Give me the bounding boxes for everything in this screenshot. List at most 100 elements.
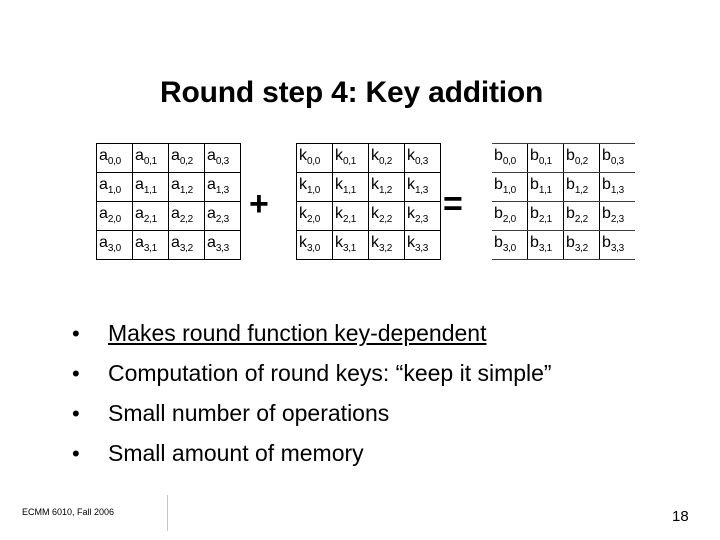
cell-base: a: [135, 176, 144, 194]
cell-subscript: 2,2: [179, 214, 193, 226]
matrix-cell: k2,3: [404, 201, 441, 231]
bullet-icon: •: [72, 441, 80, 466]
cell-base: k: [299, 234, 307, 252]
matrix-cell: b2,1: [527, 201, 564, 231]
matrix-cell: a2,2: [168, 201, 205, 231]
bullet-label: Makes round function key-dependent: [108, 320, 487, 346]
cell-subscript: 1,3: [215, 185, 229, 197]
cell-subscript: 0,1: [343, 156, 357, 168]
cell-base: a: [207, 234, 216, 252]
cell-subscript: 2,3: [415, 214, 429, 226]
matrix-cell: k1,0: [296, 172, 333, 202]
cell-subscript: 0,3: [610, 156, 624, 168]
cell-subscript: 0,2: [379, 156, 393, 168]
cell-base: b: [602, 234, 611, 252]
matrix-cell: b1,3: [599, 172, 635, 202]
cell-subscript: 3,0: [307, 243, 321, 255]
cell-base: b: [566, 205, 575, 223]
cell-base: k: [335, 234, 343, 252]
cell-base: a: [207, 205, 216, 223]
cell-subscript: 3,0: [502, 243, 516, 255]
matrix-cell: k1,1: [332, 172, 369, 202]
cell-subscript: 0,1: [538, 156, 552, 168]
cell-subscript: 3,1: [143, 243, 157, 255]
cell-subscript: 0,0: [107, 156, 121, 168]
cell-subscript: 2,3: [610, 214, 624, 226]
cell-base: b: [566, 234, 575, 252]
bullet-list: • Makes round function key-dependent • C…: [72, 320, 692, 480]
matrix-cell: a0,0: [96, 143, 133, 173]
matrix-cell: k2,2: [368, 201, 405, 231]
matrix-cell: k3,3: [404, 230, 441, 260]
matrix-cell: k2,1: [332, 201, 369, 231]
cell-subscript: 0,3: [215, 156, 229, 168]
table-row: b1,0 b1,1 b1,2 b1,3: [492, 172, 635, 202]
table-row: a3,0 a3,1 a3,2 a3,3: [96, 230, 241, 260]
table-row: a2,0 a2,1 a2,2 a2,3: [96, 201, 241, 231]
cell-subscript: 0,0: [307, 156, 321, 168]
list-item: • Small number of operations: [72, 400, 692, 440]
cell-subscript: 2,0: [502, 214, 516, 226]
cell-subscript: 0,2: [179, 156, 193, 168]
cell-base: k: [299, 176, 307, 194]
cell-base: a: [171, 147, 180, 165]
cell-base: b: [602, 205, 611, 223]
table-row: b3,0 b3,1 b3,2 b3,3: [492, 230, 635, 260]
cell-subscript: 1,2: [179, 185, 193, 197]
plus-operator: +: [249, 185, 269, 223]
cell-subscript: 2,1: [343, 214, 357, 226]
cell-subscript: 3,1: [538, 243, 552, 255]
matrix-cell: a0,1: [132, 143, 169, 173]
cell-subscript: 1,0: [502, 185, 516, 197]
cell-subscript: 1,3: [415, 185, 429, 197]
matrix-cell: k0,0: [296, 143, 333, 173]
matrix-cell: a0,3: [204, 143, 241, 173]
cell-subscript: 2,0: [107, 214, 121, 226]
cell-subscript: 1,1: [143, 185, 157, 197]
matrix-cell: a0,2: [168, 143, 205, 173]
matrix-cell: a1,0: [96, 172, 133, 202]
matrix-cell: a2,1: [132, 201, 169, 231]
cell-subscript: 0,2: [574, 156, 588, 168]
cell-base: k: [407, 205, 415, 223]
key-addition-equation: a0,0 a0,1 a0,2 a0,3 a1,0 a1,1 a1,2 a1,3 …: [0, 143, 720, 268]
matrix-cell: a3,0: [96, 230, 133, 260]
cell-subscript: 1,1: [343, 185, 357, 197]
cell-subscript: 1,2: [379, 185, 393, 197]
cell-base: a: [135, 234, 144, 252]
cell-subscript: 0,0: [502, 156, 516, 168]
bullet-icon: •: [72, 401, 80, 426]
cell-base: k: [407, 176, 415, 194]
table-row: a0,0 a0,1 a0,2 a0,3: [96, 143, 241, 173]
cell-base: a: [171, 205, 180, 223]
cell-subscript: 1,3: [610, 185, 624, 197]
cell-subscript: 2,0: [307, 214, 321, 226]
matrix-cell: a2,0: [96, 201, 133, 231]
matrix-cell: k3,0: [296, 230, 333, 260]
cell-subscript: 2,2: [574, 214, 588, 226]
round-key-matrix-k: k0,0 k0,1 k0,2 k0,3 k1,0 k1,1 k1,2 k1,3 …: [296, 143, 441, 260]
cell-subscript: 1,2: [574, 185, 588, 197]
cell-base: b: [494, 205, 503, 223]
matrix-cell: b3,2: [563, 230, 600, 260]
cell-base: k: [371, 234, 379, 252]
matrix-cell: b2,2: [563, 201, 600, 231]
matrix-cell: b1,1: [527, 172, 564, 202]
cell-base: b: [494, 234, 503, 252]
cell-base: a: [171, 234, 180, 252]
matrix-cell: a1,1: [132, 172, 169, 202]
matrix-cell: a1,3: [204, 172, 241, 202]
matrix-cell: a2,3: [204, 201, 241, 231]
cell-base: b: [530, 147, 539, 165]
cell-base: k: [371, 205, 379, 223]
cell-subscript: 2,1: [143, 214, 157, 226]
matrix-b-body: b0,0 b0,1 b0,2 b0,3 b1,0 b1,1 b1,2 b1,3 …: [492, 143, 635, 260]
footer-course-label: ECMM 6010, Fall 2006: [22, 507, 115, 517]
cell-base: b: [494, 176, 503, 194]
bullet-icon: •: [72, 321, 80, 346]
cell-base: a: [99, 176, 108, 194]
state-matrix-a: a0,0 a0,1 a0,2 a0,3 a1,0 a1,1 a1,2 a1,3 …: [96, 143, 241, 260]
table-row: a1,0 a1,1 a1,2 a1,3: [96, 172, 241, 202]
matrix-cell: k1,2: [368, 172, 405, 202]
